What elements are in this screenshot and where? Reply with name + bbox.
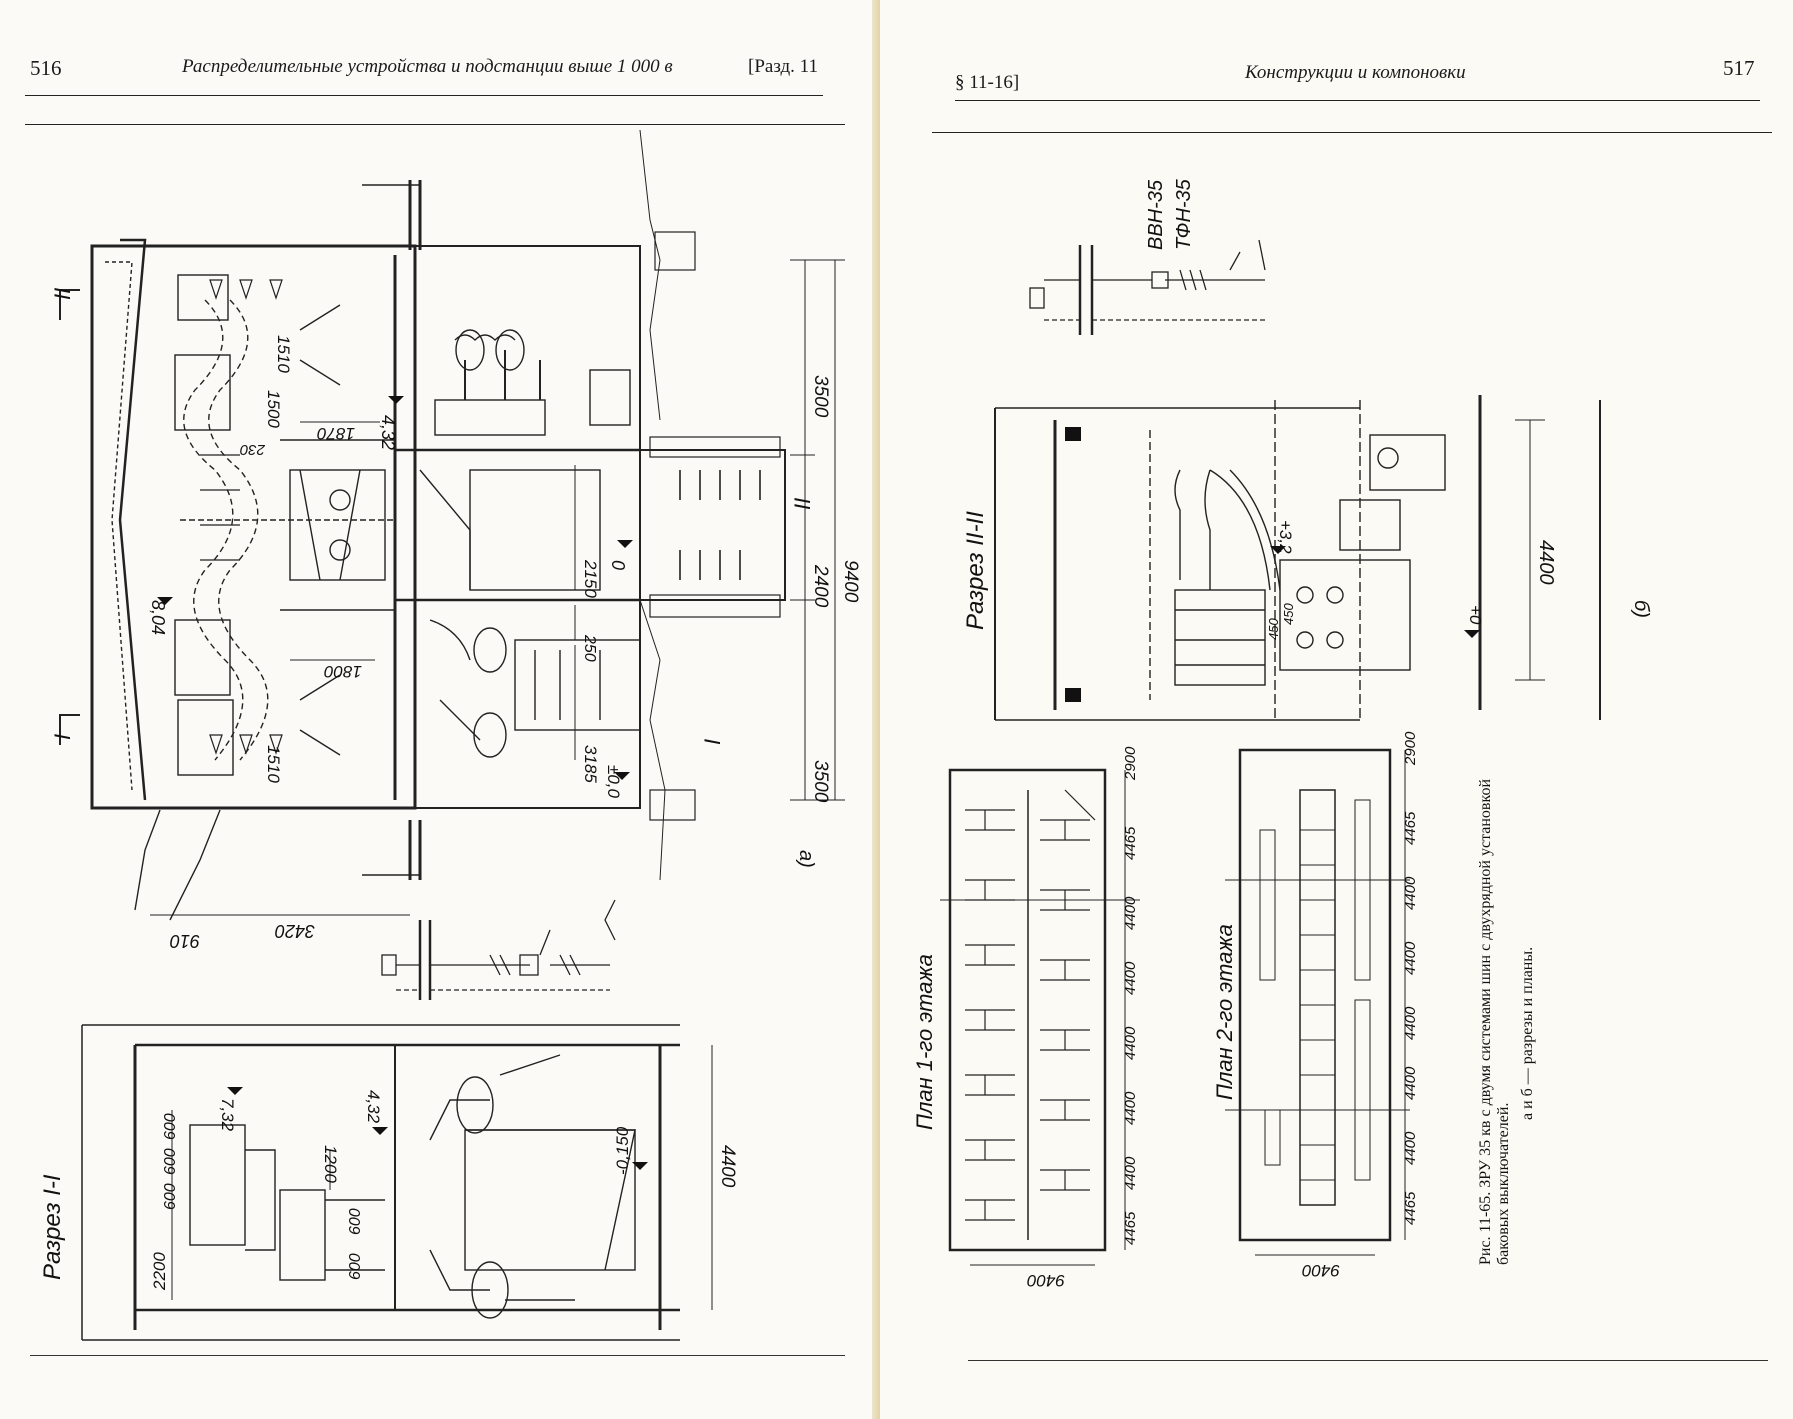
section-ref-left: [Разд. 11 (748, 56, 818, 77)
cut-mark-I-left: I (50, 734, 75, 740)
s1-dim-600-c: 600 (162, 1183, 179, 1210)
page-number-left: 516 (30, 56, 62, 80)
dim-1510-bottom: 1510 (264, 745, 283, 783)
p2-dim-9400: 9400 (1302, 1261, 1340, 1280)
right-page: § 11-16] Конструкции и компоновки 517 ВВ… (880, 0, 1793, 1419)
elev-4-32: 4,32 (378, 415, 398, 450)
panel-label-b: б) (1630, 600, 1652, 618)
s1-elev-4-32: 4,32 (364, 1090, 383, 1124)
p2-dim-4465-a: 4465 (1402, 811, 1419, 845)
figure-caption: Рис. 11-65. ЗРУ 35 кв с двумя системами … (1477, 779, 1536, 1265)
p1-dim-2900: 2900 (1122, 746, 1139, 781)
header-rule-left (25, 95, 823, 96)
caption-line-1: Рис. 11-65. ЗРУ 35 кв с двумя системами … (1477, 779, 1494, 1265)
dim-1510-top: 1510 (274, 335, 293, 373)
cut-mark-II-left: II (50, 288, 75, 300)
s1-dim-600-a: 600 (162, 1113, 179, 1140)
p1-dim-9400: 9400 (1027, 1271, 1065, 1290)
dim-2150: 2150 (581, 559, 600, 598)
elev-pm-0-0: ±0,0 (604, 765, 623, 799)
panel-label-a: а) (795, 850, 817, 868)
dim-910: 910 (170, 931, 200, 951)
header-rule-right (955, 100, 1760, 101)
section-II-II-title: Разрез II-II (962, 511, 989, 630)
scheme-left (381, 899, 616, 1000)
elev-8-04: 8,04 (148, 600, 168, 635)
p1-dim-4400-e: 4400 (1122, 1156, 1139, 1190)
dim-250: 250 (581, 634, 598, 662)
plan-2-drawing: План 2-го этажа 2900 4465 4400 4400 4400… (1212, 731, 1419, 1280)
plan-1-drawing: План 1-го этажа 2900 4465 4400 4400 4400… (912, 746, 1140, 1290)
s2-dim-4400: 4400 (1535, 540, 1557, 585)
s1-dim-2200: 2200 (150, 1252, 169, 1291)
s1-dim-600-d: 600 (347, 1208, 364, 1235)
dim-1870: 1870 (317, 424, 355, 443)
p2-dim-4400-c: 4400 (1402, 1006, 1419, 1040)
dim-3500-bottom: 3500 (810, 760, 831, 803)
p1-dim-4400-b: 4400 (1122, 961, 1139, 995)
dim-9400: 9400 (840, 560, 861, 603)
p2-dim-4465-b: 4465 (1402, 1191, 1419, 1225)
section-I-I-title: Разрез I-I (39, 1174, 66, 1280)
caption-line-2: баковых выключателей. (1495, 1103, 1512, 1265)
p1-dim-4400-d: 4400 (1122, 1091, 1139, 1125)
s2-dim-450-a: 450 (1266, 618, 1281, 640)
section-ref-right: § 11-16] (955, 72, 1020, 93)
frame-bottom-left (30, 1355, 845, 1356)
plan-2-title: План 2-го этажа (1212, 924, 1237, 1100)
dim-3185: 3185 (581, 745, 600, 783)
dim-1500: 1500 (264, 390, 283, 428)
p1-dim-4400-c: 4400 (1122, 1026, 1139, 1060)
s1-dim-4400: 4400 (717, 1145, 738, 1188)
s1-dim-600-b: 600 (162, 1148, 179, 1175)
s2-dim-450-b: 450 (1281, 603, 1296, 625)
dim-3500-top: 3500 (810, 375, 831, 418)
p2-dim-4400-e: 4400 (1402, 1131, 1419, 1165)
scheme-label-tfn: ТФН-35 (1173, 178, 1195, 250)
scheme-right: ВВН-35 ТФН-35 (1029, 178, 1267, 335)
s2-elev-3-2: +3,2 (1276, 520, 1295, 554)
s1-elev-7-32: 7,32 (218, 1098, 237, 1132)
p2-dim-2900: 2900 (1402, 731, 1419, 766)
dim-230: 230 (239, 441, 266, 458)
section-I-I-labels: Разрез I-I 600 600 600 600 600 2200 1200… (39, 1090, 738, 1291)
s1-dim-600-e: 600 (347, 1253, 364, 1280)
figure-a-drawing (59, 129, 845, 921)
running-title-right: Конструкции и компоновки (1245, 62, 1466, 83)
dim-2400: 2400 (810, 564, 831, 608)
caption-line-3: а и б — разрезы и планы. (1519, 947, 1536, 1120)
dim-3420: 3420 (275, 921, 315, 941)
cut-mark-II-right: II (790, 498, 815, 510)
frame-top-left (25, 124, 845, 125)
figure-a-labels: II I II I 1510 1500 1870 230 1800 1510 3… (50, 288, 861, 951)
plan-1-title: План 1-го этажа (912, 954, 937, 1130)
p2-dim-4400-a: 4400 (1402, 876, 1419, 910)
section-II-II-drawing: Разрез II-II 4400 450 450 +3,2 +0 б) (962, 395, 1652, 721)
s2-elev-0: +0 (1466, 605, 1485, 625)
running-title-left: Распределительные устройства и подстанци… (182, 56, 673, 77)
page-number-right: 517 (1723, 56, 1755, 80)
p2-dim-4400-b: 4400 (1402, 941, 1419, 975)
s1-dim-1200: 1200 (321, 1145, 340, 1183)
s1-elev-neg-0-150: -0,150 (613, 1126, 632, 1175)
scheme-label-vvn: ВВН-35 (1145, 179, 1167, 250)
p1-dim-4465-a: 4465 (1122, 826, 1139, 860)
p1-dim-4465-b: 4465 (1122, 1211, 1139, 1245)
left-page: 516 Распределительные устройства и подст… (0, 0, 880, 1419)
frame-top-right (932, 132, 1772, 133)
dim-1800: 1800 (324, 662, 362, 681)
cut-mark-I-right: I (700, 739, 725, 745)
elev-0: 0 (608, 560, 628, 570)
frame-bottom-right (968, 1360, 1768, 1361)
p1-dim-4400-a: 4400 (1122, 896, 1139, 930)
p2-dim-4400-d: 4400 (1402, 1066, 1419, 1100)
section-I-I-drawing (81, 1024, 713, 1341)
